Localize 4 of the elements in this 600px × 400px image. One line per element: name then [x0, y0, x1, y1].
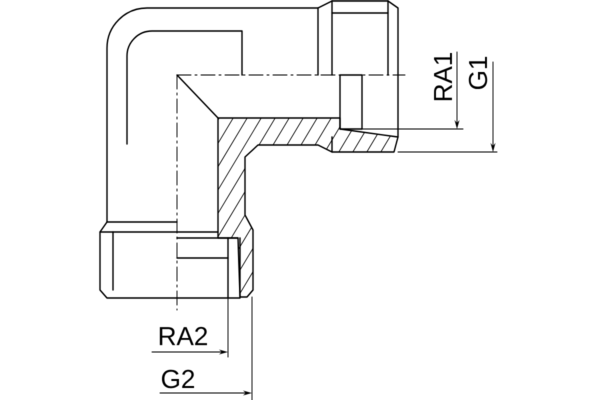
dimension-label: RA1: [434, 53, 452, 100]
dimension-label: G1: [468, 56, 488, 90]
dimension-label: RA2: [160, 326, 207, 346]
dimension-label: G2: [162, 370, 194, 388]
